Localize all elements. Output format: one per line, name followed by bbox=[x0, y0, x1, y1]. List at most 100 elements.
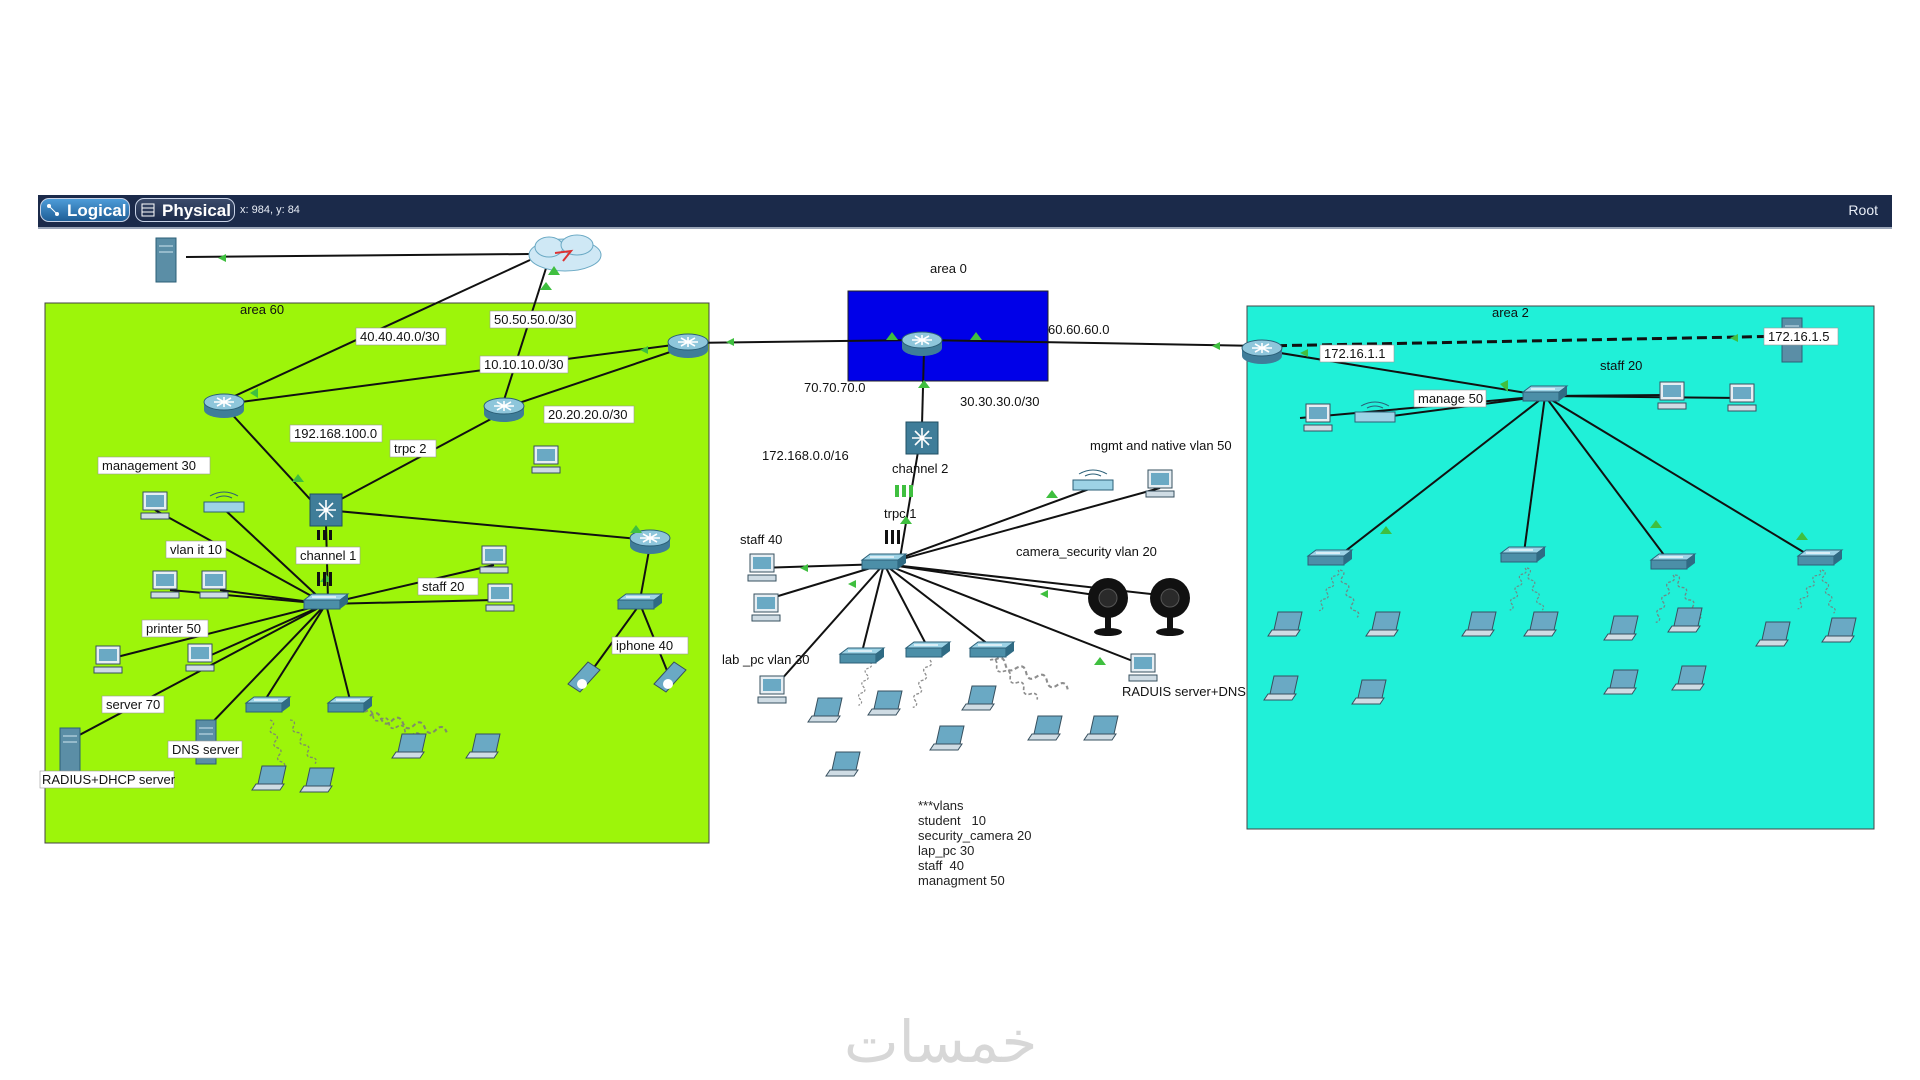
staff-20-right-label: staff 20 bbox=[1600, 358, 1642, 373]
router-area0[interactable] bbox=[901, 331, 943, 357]
link-40-label: 40.40.40.0/30 bbox=[360, 329, 440, 344]
channel-2-label: channel 2 bbox=[892, 461, 948, 476]
printer-b[interactable] bbox=[185, 643, 215, 672]
area-60-label: area 60 bbox=[240, 302, 284, 317]
topology-toolbar: Logical Physical x: 984, y: 84 Root bbox=[38, 195, 1892, 229]
staff-20-left-label: staff 20 bbox=[422, 579, 464, 594]
laptop-center-1[interactable] bbox=[807, 697, 843, 723]
multilayer-switch-2[interactable] bbox=[905, 421, 939, 455]
physical-tab-label: Physical bbox=[162, 201, 231, 220]
multilayer-switch-1[interactable] bbox=[309, 493, 343, 527]
security-camera-2[interactable] bbox=[1149, 577, 1191, 637]
area2-switch-4[interactable] bbox=[1797, 549, 1843, 566]
pc-lab[interactable] bbox=[757, 675, 787, 704]
center-ap-switch-2[interactable] bbox=[905, 641, 951, 658]
center-ap-switch-1[interactable] bbox=[839, 647, 885, 664]
radius-dns-server[interactable] bbox=[1128, 653, 1158, 682]
pc-staff-a[interactable] bbox=[479, 545, 509, 574]
pc-vlan10-a[interactable] bbox=[150, 570, 180, 599]
router-iphone[interactable] bbox=[629, 529, 671, 555]
left-ap-switch-1[interactable] bbox=[245, 696, 291, 713]
link-labels: 40.40.40.0/30 50.50.50.0/30 10.10.10.0/3… bbox=[289, 310, 1839, 443]
pc-vlan10-b[interactable] bbox=[199, 570, 229, 599]
security-camera-1[interactable] bbox=[1087, 577, 1129, 637]
dashed-link bbox=[1261, 334, 1793, 348]
radius-dns-label: RADUIS server+DNS bbox=[1122, 684, 1246, 699]
note-line: staff 40 bbox=[918, 858, 965, 873]
link-30-label: 30.30.30.0/30 bbox=[960, 394, 1040, 409]
note-line: student 10 bbox=[918, 813, 986, 828]
center-access-switch[interactable] bbox=[861, 553, 907, 570]
pc-area2-left[interactable] bbox=[1303, 403, 1333, 432]
pc-mgmt-center[interactable] bbox=[1145, 469, 1175, 498]
ip-172-16-1-5-label: 172.16.1.5 bbox=[1768, 329, 1829, 344]
logical-tab[interactable]: Logical bbox=[40, 198, 130, 222]
physical-icon bbox=[141, 203, 155, 217]
iphone-40-label: iphone 40 bbox=[616, 638, 673, 653]
pc-staff20-a[interactable] bbox=[1657, 381, 1687, 410]
center-ap-switch-3[interactable] bbox=[969, 641, 1015, 658]
area2-switch-1[interactable] bbox=[1307, 549, 1353, 566]
pc-staff20-b[interactable] bbox=[1727, 383, 1757, 412]
staff-40-label: staff 40 bbox=[740, 532, 782, 547]
left-access-switch[interactable] bbox=[303, 593, 349, 610]
pc-staff-b[interactable] bbox=[485, 583, 515, 612]
area2-switch-3[interactable] bbox=[1650, 553, 1696, 570]
mgmt-vlan-label: mgmt and native vlan 50 bbox=[1090, 438, 1232, 453]
channel-1-label: channel 1 bbox=[300, 548, 356, 563]
note-line: ***vlans bbox=[918, 798, 964, 813]
logical-tab-label: Logical bbox=[67, 201, 127, 220]
lab-pc-label: lab _pc vlan 30 bbox=[722, 652, 809, 667]
link-60-label: 60.60.60.0 bbox=[1048, 322, 1109, 337]
internet-cloud[interactable] bbox=[528, 234, 602, 272]
link-50-label: 50.50.50.0/30 bbox=[494, 312, 574, 327]
radius-dhcp-server[interactable] bbox=[59, 727, 81, 773]
pc-management[interactable] bbox=[140, 491, 170, 520]
trpc-2-label: trpc 2 bbox=[394, 441, 427, 456]
links bbox=[69, 253, 1821, 741]
laptop-center-5[interactable] bbox=[961, 685, 997, 711]
laptop-center-2[interactable] bbox=[867, 690, 903, 716]
isp-server[interactable] bbox=[155, 237, 177, 283]
pc-staff40-a[interactable] bbox=[747, 553, 777, 582]
iphone-switch[interactable] bbox=[617, 593, 663, 610]
trpc-1-label: trpc 1 bbox=[884, 506, 917, 521]
link-10-label: 10.10.10.0/30 bbox=[484, 357, 564, 372]
cursor-coordinates: x: 984, y: 84 bbox=[240, 204, 300, 216]
area-2-zone bbox=[1246, 305, 1875, 830]
logical-icon bbox=[47, 204, 59, 216]
link-192-label: 192.168.100.0 bbox=[294, 426, 377, 441]
root-label[interactable]: Root bbox=[1848, 202, 1878, 218]
laptop-center-6[interactable] bbox=[1027, 715, 1063, 741]
pc-staff40-b[interactable] bbox=[751, 593, 781, 622]
dns-server-label: DNS server bbox=[172, 742, 240, 757]
link-20-label: 20.20.20.0/30 bbox=[548, 407, 628, 422]
printer-a[interactable] bbox=[93, 645, 123, 674]
link-172-168-label: 172.168.0.0/16 bbox=[762, 448, 849, 463]
printer-50-label: printer 50 bbox=[146, 621, 201, 636]
ip-172-16-1-1-label: 172.16.1.1 bbox=[1324, 346, 1385, 361]
area-2-label: area 2 bbox=[1492, 305, 1529, 320]
area2-core-switch[interactable] bbox=[1522, 385, 1568, 402]
server-70-label: server 70 bbox=[106, 697, 160, 712]
radius-dhcp-label: RADIUS+DHCP server bbox=[42, 772, 176, 787]
vlan-10-label: vlan it 10 bbox=[170, 542, 222, 557]
laptop-center-3[interactable] bbox=[825, 751, 861, 777]
router-abr-left[interactable] bbox=[667, 333, 709, 359]
router-area60-right[interactable] bbox=[483, 397, 525, 423]
center-access-point[interactable] bbox=[1072, 469, 1114, 491]
physical-tab[interactable]: Physical bbox=[135, 198, 235, 222]
router-abr-right[interactable] bbox=[1241, 339, 1283, 365]
note-line: lap_pc 30 bbox=[918, 843, 975, 858]
link-status-indicators bbox=[218, 254, 1808, 665]
etherchannel-bars bbox=[317, 530, 900, 586]
pc-area60-top[interactable] bbox=[531, 445, 561, 474]
laptop-center-7[interactable] bbox=[1083, 715, 1119, 741]
area2-switch-2[interactable] bbox=[1500, 546, 1546, 563]
note-line: managment 50 bbox=[918, 873, 1005, 888]
router-area60-left[interactable] bbox=[203, 393, 245, 419]
laptop-center-4[interactable] bbox=[929, 725, 965, 751]
left-ap-switch-2[interactable] bbox=[327, 696, 373, 713]
